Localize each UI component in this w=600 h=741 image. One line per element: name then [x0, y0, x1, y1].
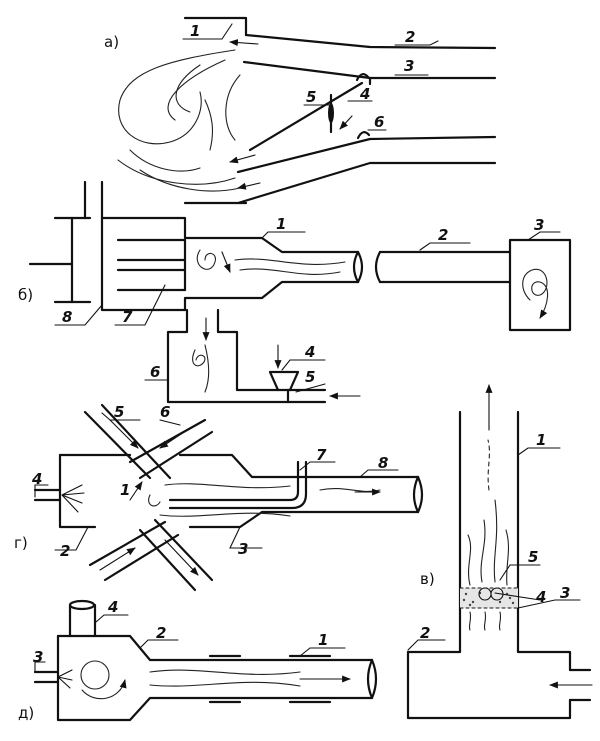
panel-b: б): [18, 180, 572, 404]
flow-arrow: [229, 154, 256, 164]
callout-4: 4: [31, 470, 42, 488]
tube-2: [88, 520, 180, 582]
callout-2: 2: [156, 624, 166, 642]
chamber-d-bottom: [56, 634, 374, 722]
callout-2: 2: [438, 226, 448, 244]
burner-tubes: [116, 238, 187, 292]
flow-arrow: [339, 115, 353, 130]
panel-b-label: б): [18, 286, 33, 304]
callout-5: 5: [528, 548, 538, 566]
chimney-left: [406, 410, 572, 720]
callout-3: 3: [534, 216, 544, 234]
chamber-wall-top: [183, 16, 248, 37]
callout-1: 1: [120, 481, 130, 499]
duct-2-top: [244, 33, 497, 50]
nozzle-lip-6: [356, 131, 371, 140]
callout-3: 3: [33, 648, 43, 666]
callout-8: 8: [378, 454, 388, 472]
chamber-3: [508, 238, 572, 332]
callout-4: 4: [107, 598, 118, 616]
nozzle-lip-4: [355, 73, 370, 82]
pipe-7: [168, 460, 300, 502]
panel-g: г) 4 5 6: [14, 403, 424, 592]
callout-2: 2: [420, 624, 430, 642]
callout-2: 2: [405, 28, 415, 46]
callout-7: 7: [122, 308, 133, 326]
panel-v-label: в): [420, 570, 435, 588]
panel-d-label: д): [18, 704, 34, 722]
callout-3: 3: [238, 540, 248, 558]
callout-6: 6: [374, 113, 384, 131]
panel-a: а) 1 2 3 4: [104, 16, 497, 205]
chamber-g-top: [178, 453, 302, 479]
flow-arrow: [229, 39, 259, 47]
duct-6: [166, 308, 290, 404]
tube-3: [138, 518, 214, 592]
callout-3: 3: [404, 57, 414, 75]
burner-tube: [248, 81, 364, 152]
callout-5: 5: [114, 403, 124, 421]
callout-4: 4: [304, 343, 315, 361]
callout-5: 5: [306, 88, 316, 106]
chamber-b-top: [100, 216, 360, 254]
funnel-4: [268, 370, 300, 392]
callout-7: 7: [316, 446, 327, 464]
callout-1: 1: [318, 631, 328, 649]
callout-3: 3: [560, 584, 570, 602]
chimney-right: [516, 410, 572, 672]
callout-8: 8: [62, 308, 72, 326]
chamber-b-bottom: [183, 280, 360, 312]
panel-g-label: г): [14, 534, 28, 552]
callout-2: 2: [60, 542, 70, 560]
duct-lower: [236, 135, 497, 174]
panel-d: д) 4 2 1 3: [18, 598, 378, 722]
callout-1: 1: [190, 22, 200, 40]
callout-5: 5: [305, 368, 315, 386]
chamber-g-bottom: [188, 510, 392, 529]
duct-jacket: [208, 654, 332, 704]
callout-6: 6: [160, 403, 170, 421]
duct-3: [242, 60, 497, 80]
panel-a-label: а): [104, 33, 119, 51]
panel-v: в) 1 5 4 3 2: [406, 384, 593, 720]
callout-4: 4: [535, 588, 546, 606]
duct-2-b: [378, 250, 512, 284]
flow-arrow: [237, 182, 261, 190]
callout-4: 4: [359, 85, 370, 103]
spray: [61, 484, 85, 513]
callout-6: 6: [150, 363, 160, 381]
duct-bottom: [236, 161, 497, 205]
callout-1: 1: [536, 431, 546, 449]
callout-1: 1: [276, 215, 286, 233]
